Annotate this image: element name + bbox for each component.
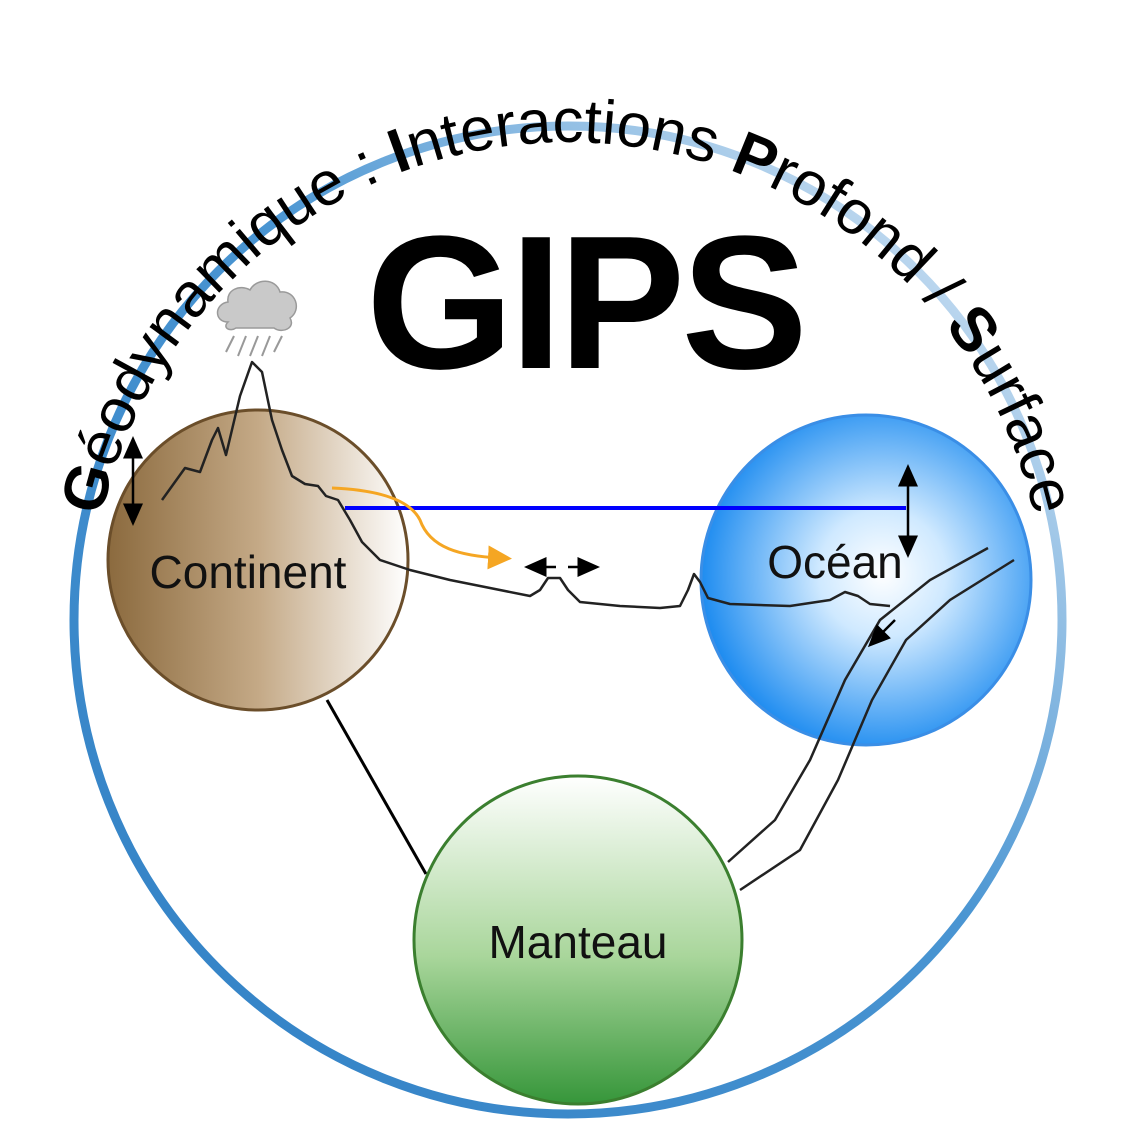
link-continent-mantle (325, 699, 428, 875)
continent-label: Continent (150, 546, 347, 598)
slab-lower-line (739, 558, 1015, 892)
main-title: GIPS (366, 197, 804, 409)
mantle-node (412, 774, 744, 1106)
continent-node (106, 408, 410, 712)
topography-profile (160, 360, 891, 610)
ocean-node (699, 413, 1033, 747)
slab-upper-line (727, 546, 989, 863)
subduction-arrow (867, 619, 896, 648)
outer-ring (69, 121, 1067, 1119)
ocean-label: Océan (767, 536, 903, 588)
mantle-label: Manteau (488, 916, 667, 968)
sediment-arrow (331, 486, 512, 570)
rain-cloud-icon (216, 280, 298, 357)
